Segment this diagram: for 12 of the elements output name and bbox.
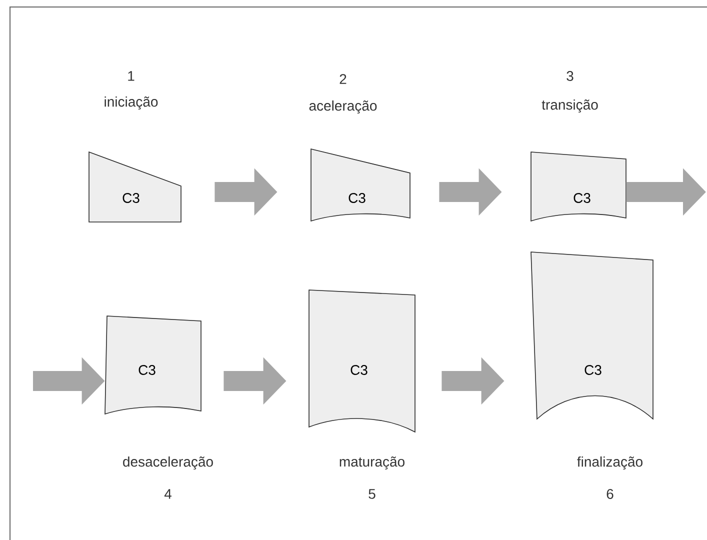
stage-label: 2 (340, 74, 346, 84)
stage-label: maturação (340, 456, 404, 470)
stage-label: iniciação (104, 96, 158, 110)
stage-label: desaceleração (123, 456, 213, 470)
stage-label: transição (542, 99, 598, 113)
stage-label: finalização (577, 456, 642, 470)
stage-label: 3 (566, 71, 574, 81)
stage-label: 6 (606, 489, 614, 499)
stage-label: 5 (368, 489, 376, 499)
stage-label: aceleração (309, 100, 377, 114)
stage-label: 1 (128, 71, 134, 81)
stage-label: 4 (164, 489, 172, 499)
